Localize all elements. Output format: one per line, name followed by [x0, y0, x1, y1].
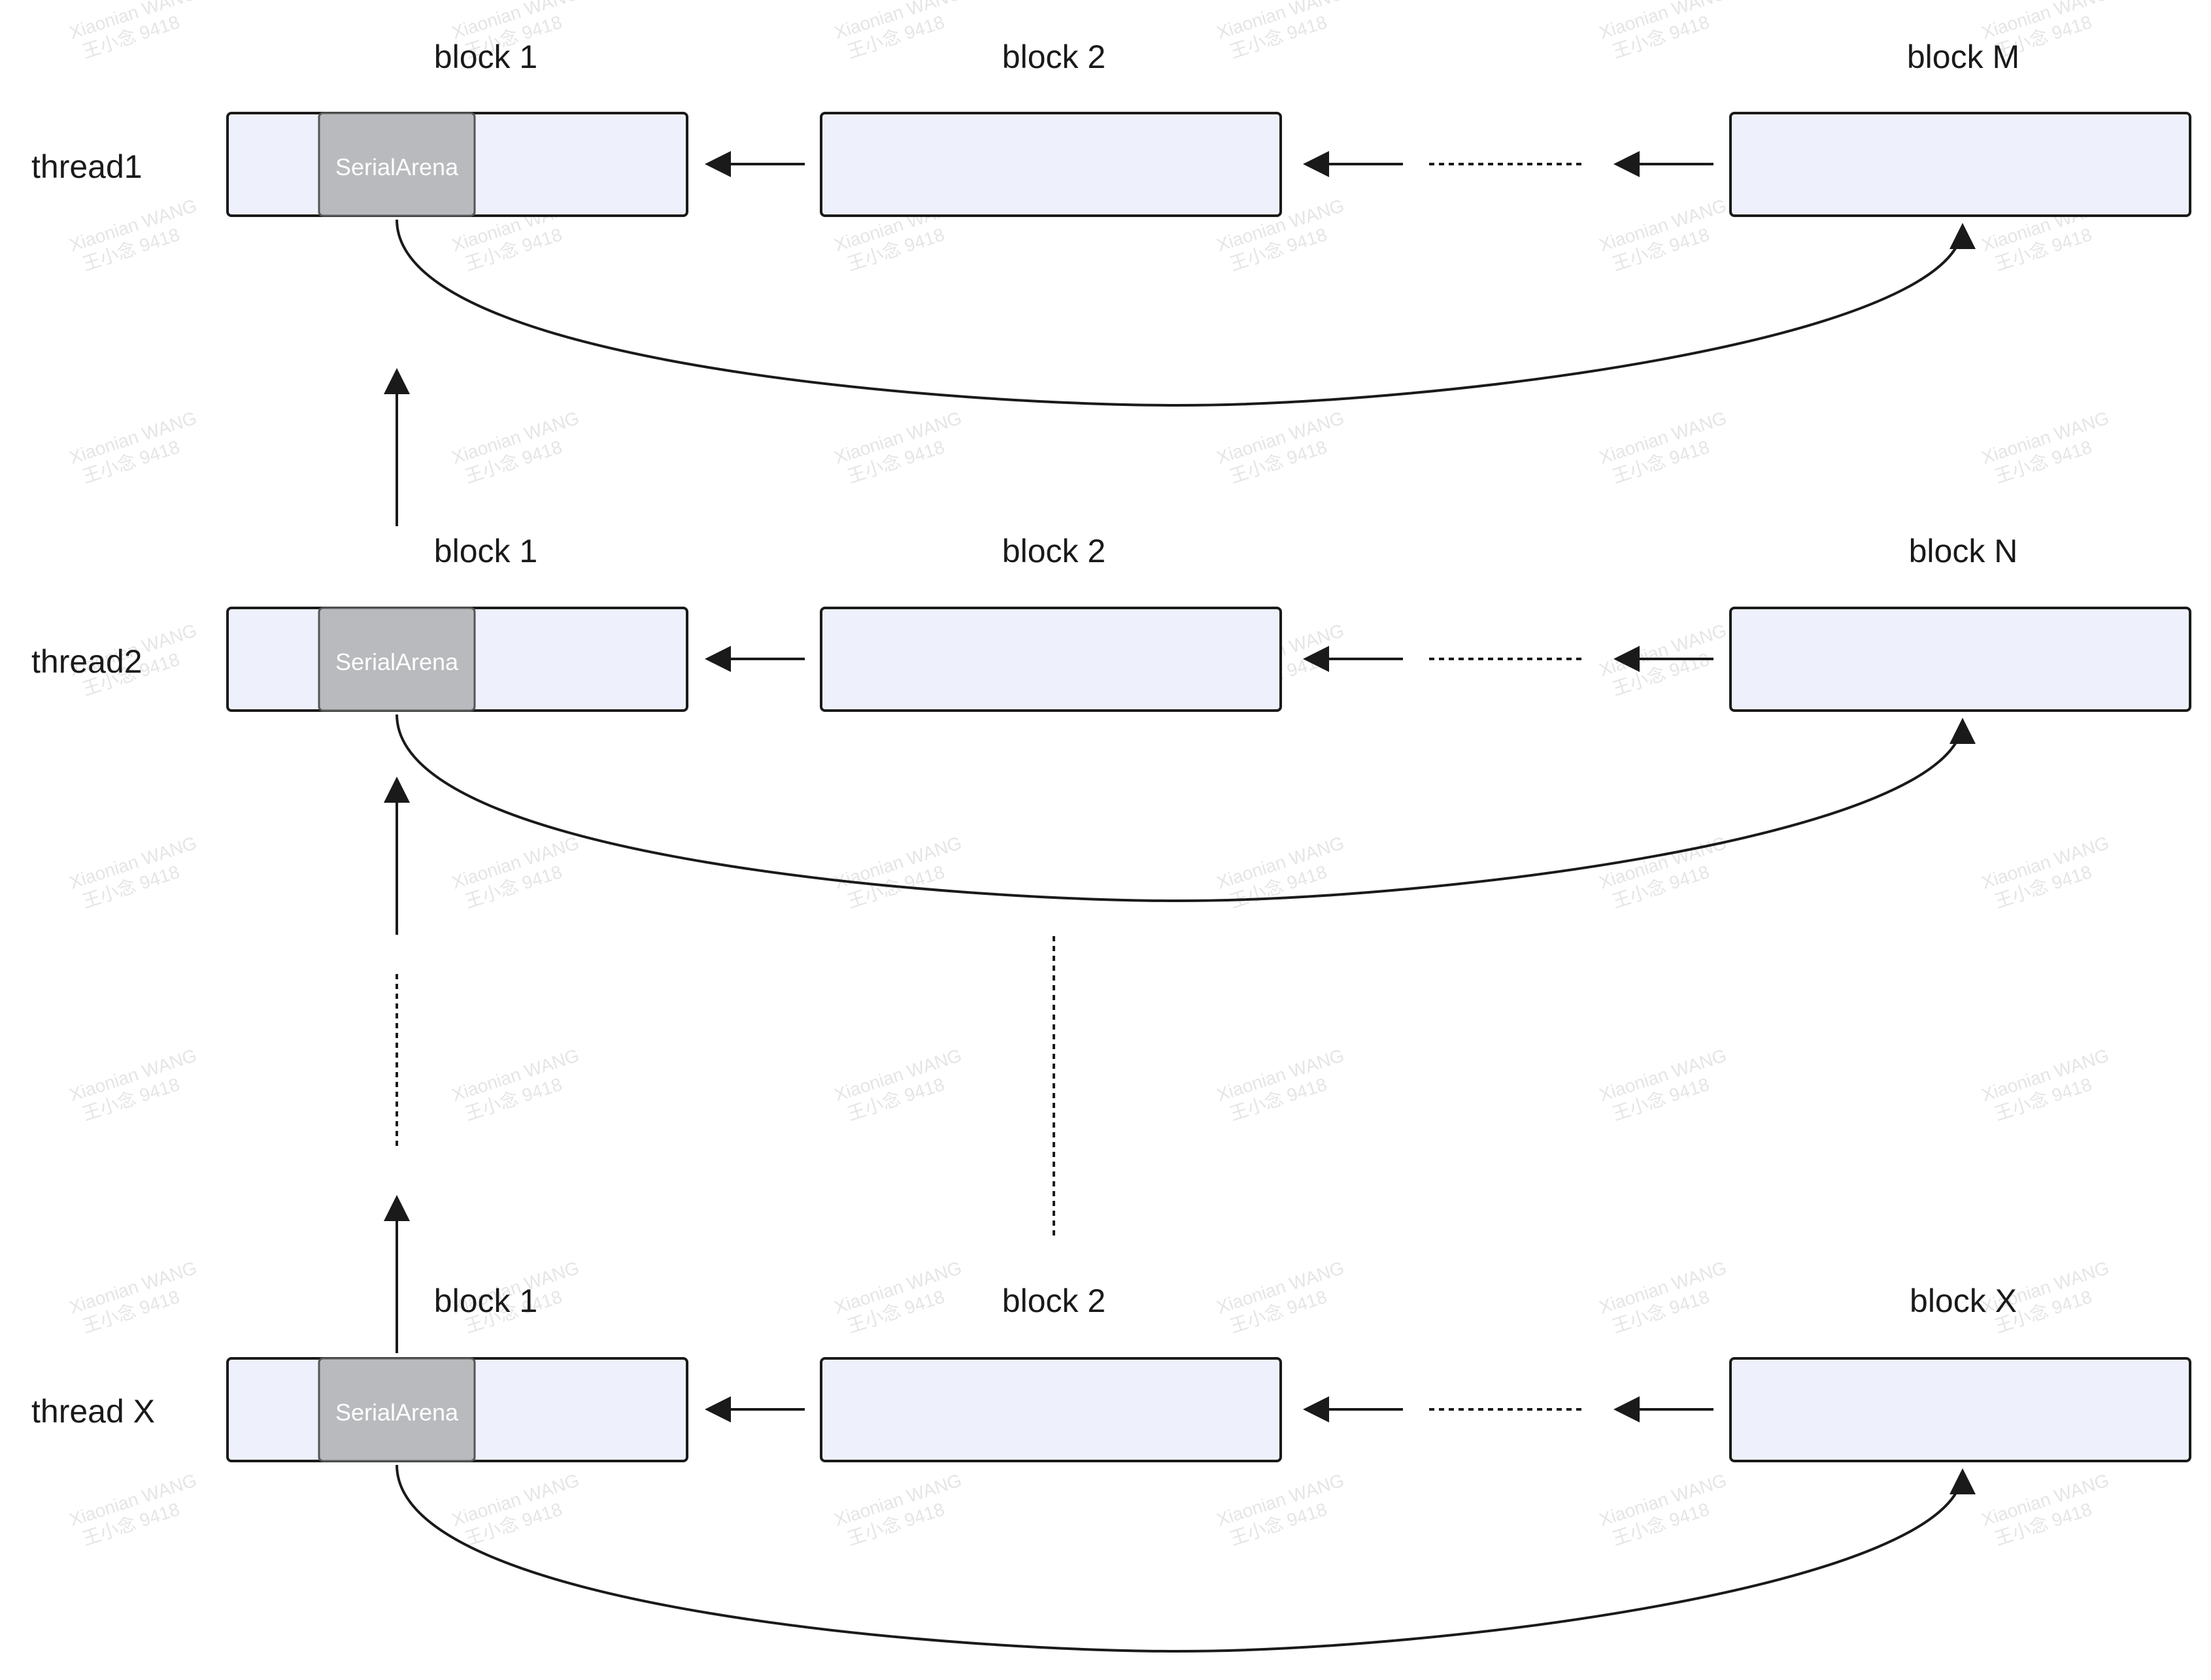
watermark-text: Xiaonian WANG王小念 9418 [67, 833, 206, 914]
watermark-text: Xiaonian WANG王小念 9418 [1979, 408, 2118, 489]
serial-arena-label: SerialArena [335, 154, 459, 180]
watermark-text: Xiaonian WANG王小念 9418 [1596, 0, 1736, 64]
watermark-text: Xiaonian WANG王小念 9418 [1214, 0, 1353, 64]
watermark-text: Xiaonian WANG王小念 9418 [1214, 833, 1353, 914]
block-label: block X [1910, 1283, 2017, 1319]
watermark-text: Xiaonian WANG王小念 9418 [449, 1045, 588, 1126]
watermark-text: Xiaonian WANG王小念 9418 [832, 1470, 971, 1551]
serial-arena-label: SerialArena [335, 648, 459, 675]
watermark-text: Xiaonian WANG王小念 9418 [832, 1045, 971, 1126]
watermark-text: Xiaonian WANG王小念 9418 [1596, 195, 1736, 277]
watermark-text: Xiaonian WANG王小念 9418 [67, 1045, 206, 1126]
block-label: block 2 [1002, 533, 1106, 569]
memory-block [1729, 1357, 2191, 1462]
watermark-text: Xiaonian WANG王小念 9418 [1979, 833, 2118, 914]
watermark-text: Xiaonian WANG王小念 9418 [1596, 620, 1736, 701]
watermark-text: Xiaonian WANG王小念 9418 [67, 195, 206, 277]
block-label: block 2 [1002, 1283, 1106, 1319]
watermark-text: Xiaonian WANG王小念 9418 [67, 0, 206, 64]
back-link-curve [396, 1464, 1976, 1653]
block-label: block 2 [1002, 39, 1106, 75]
watermark-text: Xiaonian WANG王小念 9418 [67, 1470, 206, 1551]
serial-arena-box [318, 607, 476, 712]
thread-row-3: thread X block 1 block 2 block X SerialA… [31, 1283, 2191, 1653]
watermark-text: Xiaonian WANG王小念 9418 [67, 1258, 206, 1339]
block-label: block 1 [434, 39, 537, 75]
watermark-text: Xiaonian WANG王小念 9418 [1214, 1470, 1353, 1551]
back-link-curve [396, 714, 1976, 903]
memory-block [1729, 112, 2191, 217]
block-label: block 1 [434, 1283, 537, 1319]
memory-block [1729, 607, 2191, 712]
thread-row-1: thread1 block 1 block 2 block M SerialAr… [31, 39, 2191, 407]
serial-arena-label: SerialArena [335, 1399, 459, 1426]
watermark-text: Xiaonian WANG王小念 9418 [1596, 1470, 1736, 1551]
thread-label: thread X [31, 1393, 155, 1430]
watermark-text: Xiaonian WANG王小念 9418 [1979, 1470, 2118, 1551]
back-link-curve [396, 219, 1976, 407]
memory-block [820, 1357, 1282, 1462]
watermark-text: Xiaonian WANG王小念 9418 [1596, 1045, 1736, 1126]
watermark-text: Xiaonian WANG王小念 9418 [832, 408, 971, 489]
watermark-text: Xiaonian WANG王小念 9418 [449, 1470, 588, 1551]
watermark-text: Xiaonian WANG王小念 9418 [1214, 1258, 1353, 1339]
block-label: block M [1907, 39, 2019, 75]
watermark-text: Xiaonian WANG王小念 9418 [449, 408, 588, 489]
thread-label: thread1 [31, 148, 143, 185]
thread-label: thread2 [31, 643, 143, 680]
serial-arena-box [318, 1357, 476, 1462]
watermark-text: Xiaonian WANG王小念 9418 [67, 408, 206, 489]
memory-block [820, 112, 1282, 217]
block-label: block 1 [434, 533, 537, 569]
watermark-text: Xiaonian WANG王小念 9418 [1214, 1045, 1353, 1126]
block-label: block N [1909, 533, 2018, 569]
watermark-text: Xiaonian WANG王小念 9418 [832, 833, 971, 914]
memory-block [820, 607, 1282, 712]
watermark-text: Xiaonian WANG王小念 9418 [1596, 1258, 1736, 1339]
serial-arena-box [318, 112, 476, 217]
watermark-text: Xiaonian WANG王小念 9418 [1979, 1045, 2118, 1126]
watermark-text: Xiaonian WANG王小念 9418 [449, 833, 588, 914]
watermark-text: Xiaonian WANG王小念 9418 [832, 0, 971, 64]
thread-row-2: thread2 block 1 block 2 block N SerialAr… [31, 533, 2191, 903]
watermark-text: Xiaonian WANG王小念 9418 [1596, 408, 1736, 489]
watermark-text: Xiaonian WANG王小念 9418 [1214, 408, 1353, 489]
watermark-text: Xiaonian WANG王小念 9418 [832, 1258, 971, 1339]
